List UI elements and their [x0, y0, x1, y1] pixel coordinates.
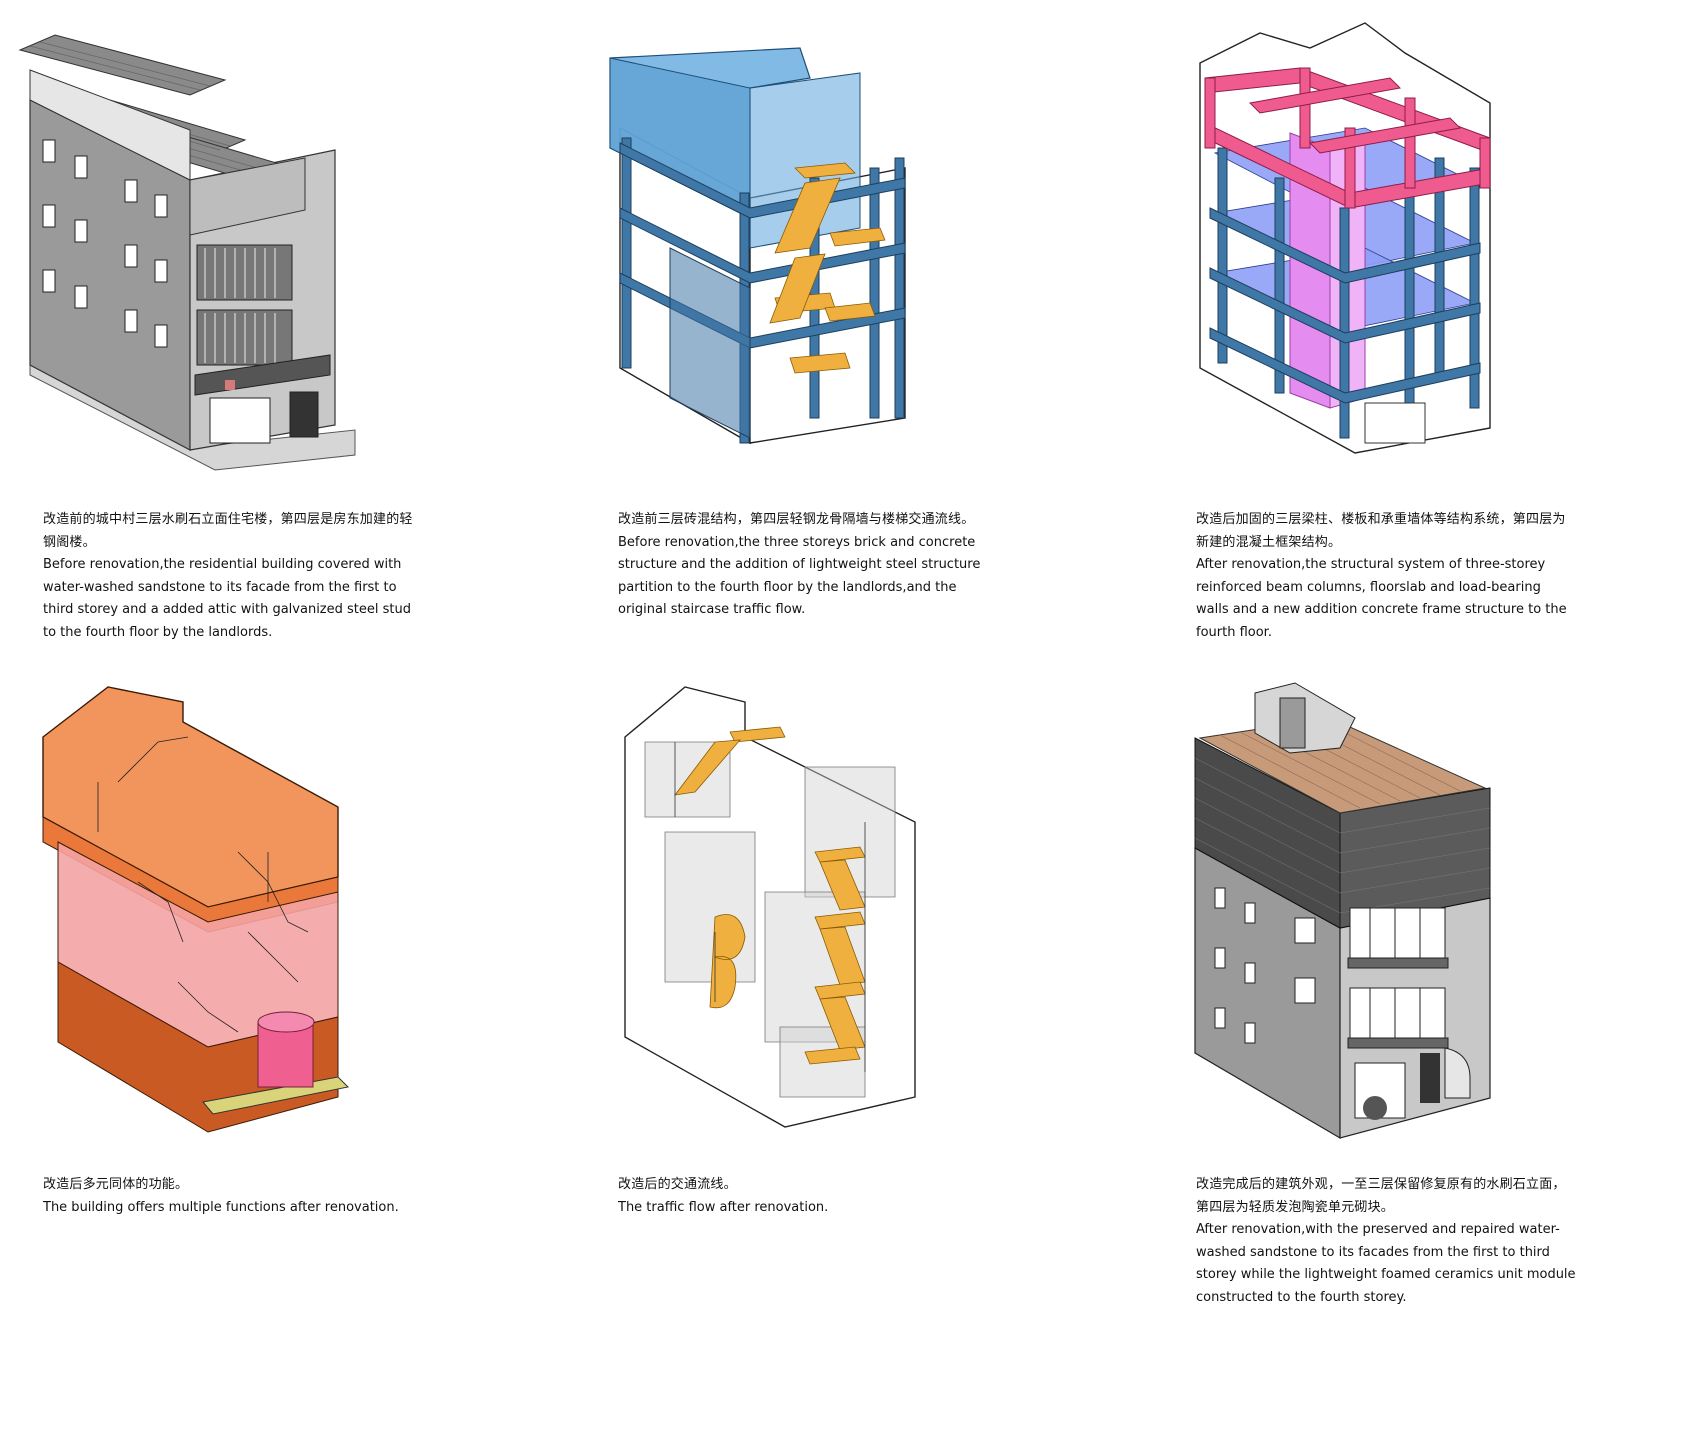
existing-structure-drawing [600, 18, 930, 458]
finished-exterior-drawing [1190, 678, 1510, 1148]
traffic-flow-drawing [615, 682, 935, 1142]
caption-zh: 改造完成后的建筑外观，一至三层保留修复原有的水刷石立面，第四层为轻质发泡陶瓷单元… [1196, 1177, 1566, 1215]
caption-traffic-flow: 改造后的交通流线。 The traffic flow after renovat… [618, 1174, 998, 1219]
existing-building-drawing [15, 30, 375, 490]
caption-en: The traffic flow after renovation. [618, 1199, 829, 1215]
caption-en: Before renovation,the residential buildi… [43, 557, 411, 640]
caption-en: The building offers multiple functions a… [43, 1199, 399, 1215]
caption-en: After renovation,the structural system o… [1196, 557, 1567, 640]
caption-existing-exterior: 改造前的城中村三层水刷石立面住宅楼，第四层是房东加建的轻钢阁楼。 Before … [43, 509, 423, 644]
caption-reinforced-structure: 改造后加固的三层梁柱、楼板和承重墙体等结构系统，第四层为新建的混凝土框架结构。 … [1196, 509, 1576, 644]
caption-functions: 改造后多元同体的功能。 The building offers multiple… [43, 1174, 423, 1219]
caption-zh: 改造前三层砖混结构，第四层轻钢龙骨隔墙与楼梯交通流线。 [618, 512, 975, 527]
caption-en: After renovation,with the preserved and … [1196, 1222, 1576, 1305]
caption-zh: 改造后加固的三层梁柱、楼板和承重墙体等结构系统，第四层为新建的混凝土框架结构。 [1196, 512, 1566, 550]
caption-en: Before renovation,the three storeys bric… [618, 534, 981, 618]
caption-zh: 改造后多元同体的功能。 [43, 1177, 189, 1192]
caption-zh: 改造后的交通流线。 [618, 1177, 737, 1192]
reinforced-structure-drawing [1190, 8, 1520, 468]
functions-drawing [38, 682, 358, 1152]
caption-zh: 改造前的城中村三层水刷石立面住宅楼，第四层是房东加建的轻钢阁楼。 [43, 512, 413, 550]
caption-existing-structure: 改造前三层砖混结构，第四层轻钢龙骨隔墙与楼梯交通流线。 Before renov… [618, 509, 998, 622]
caption-finished-exterior: 改造完成后的建筑外观，一至三层保留修复原有的水刷石立面，第四层为轻质发泡陶瓷单元… [1196, 1174, 1576, 1309]
